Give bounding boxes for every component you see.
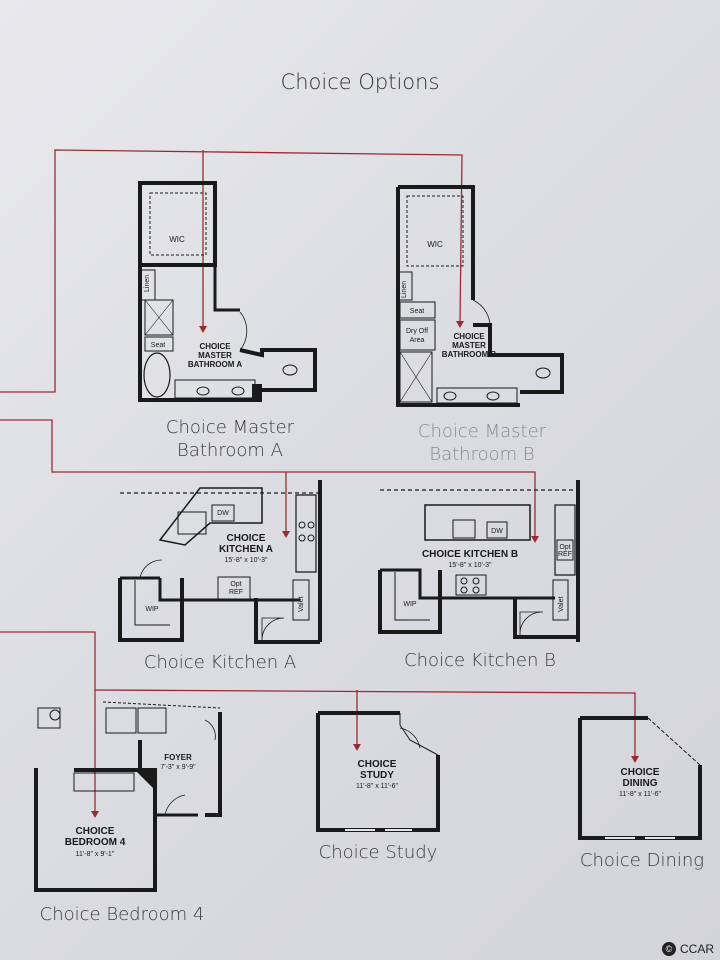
dining-name-1: CHOICE — [621, 767, 660, 778]
plan-study — [316, 711, 440, 832]
leader-arrowheads — [91, 321, 639, 818]
bath-b-dryoff-2: Area — [410, 337, 425, 344]
caption-bath-a: Choice Master Bathroom A — [150, 416, 310, 462]
plan-bedroom-4 — [34, 701, 222, 892]
bedroom-4-name-2: BEDROOM 4 — [65, 837, 126, 848]
caption-bedroom-4: Choice Bedroom 4 — [39, 904, 205, 925]
study-name-2: STUDY — [360, 770, 394, 781]
caption-bath-b-line-2: Bathroom B — [429, 444, 535, 465]
plan-bath-b — [396, 185, 564, 407]
bedroom-4-dims: 11'-8" x 9'-1" — [76, 851, 115, 858]
caption-kitchen-a: Choice Kitchen A — [143, 652, 297, 673]
bath-a-name-2: MASTER — [198, 351, 232, 360]
bath-b-seat-label: Seat — [410, 308, 424, 315]
plan-labels: WIC Linen Seat CHOICE MASTER BATHROOM A … — [65, 235, 662, 858]
kitchen-a-dw-label: DW — [217, 510, 229, 517]
bath-b-name-1: CHOICE — [453, 332, 485, 341]
kitchen-b-name: CHOICE KITCHEN B — [422, 549, 518, 560]
caption-bath-b-line-1: Choice Master — [417, 421, 547, 442]
watermark: © CCAR — [661, 942, 714, 956]
kitchen-b-valet-label: Valet — [558, 597, 565, 612]
caption-dining: Choice Dining — [579, 850, 705, 871]
kitchen-a-dims: 15'-8" x 10'-3" — [224, 557, 268, 564]
kitchen-a-name-1: CHOICE — [227, 533, 266, 544]
bath-b-name-3: BATHROOM B — [442, 350, 497, 359]
caption-kitchen-b: Choice Kitchen B — [404, 650, 556, 671]
bath-a-linen-label: Linen — [144, 275, 151, 292]
caption-bath-a-line-2: Bathroom A — [177, 440, 283, 461]
study-name-1: CHOICE — [358, 759, 397, 770]
kitchen-b-wip-label: WIP — [403, 601, 417, 608]
plan-bath-a — [138, 181, 317, 402]
bath-a-seat-label: Seat — [151, 342, 165, 349]
plan-dining — [578, 716, 702, 840]
bath-a-name-3: BATHROOM A — [188, 360, 242, 369]
bath-a-name-1: CHOICE — [199, 342, 231, 351]
study-dims: 11'-8" x 11'-6" — [356, 783, 399, 790]
bedroom-4-name-1: CHOICE — [76, 826, 115, 837]
bath-a-wic-label: WIC — [169, 235, 185, 244]
kitchen-b-optref-2: REF — [558, 551, 572, 558]
plan-kitchen-b — [378, 480, 580, 642]
kitchen-a-wip-label: WIP — [145, 606, 159, 613]
bath-b-linen-label: Linen — [401, 281, 408, 298]
kitchen-a-optref-1: Opt — [230, 581, 241, 588]
dining-name-2: DINING — [623, 778, 658, 789]
page-title: Choice Options — [280, 70, 440, 94]
caption-bath-a-line-1: Choice Master — [165, 417, 295, 438]
bath-b-name-2: MASTER — [452, 341, 486, 350]
caption-study: Choice Study — [318, 842, 438, 863]
bath-b-wic-label: WIC — [427, 240, 443, 249]
caption-bath-b: Choice Master Bathroom B — [402, 420, 562, 466]
kitchen-a-optref-2: REF — [229, 589, 243, 596]
leader-lines — [0, 149, 636, 815]
kitchen-b-optref-1: Opt — [559, 544, 570, 551]
kitchen-a-valet-label: Valet — [298, 597, 305, 612]
kitchen-b-dw-label: DW — [491, 528, 503, 535]
copyright-icon: © — [661, 942, 676, 956]
watermark-text: CCAR — [679, 942, 714, 956]
plan-kitchen-a — [118, 480, 322, 644]
kitchen-a-name-2: KITCHEN A — [219, 544, 273, 555]
foyer-dims: 7'-3" x 9'-9" — [160, 764, 196, 771]
bath-b-dryoff-1: Dry Off — [406, 328, 428, 335]
kitchen-b-dims: 15'-8" x 10'-3" — [448, 562, 492, 569]
foyer-label: FOYER — [164, 753, 192, 762]
dining-dims: 11'-8" x 11'-6" — [619, 791, 662, 798]
